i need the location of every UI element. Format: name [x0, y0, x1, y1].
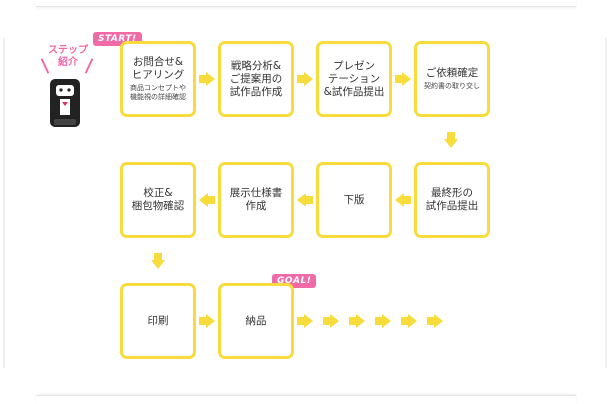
arrow-left-icon [199, 193, 215, 207]
step-title: プレゼン テーション &試作品提出 [323, 59, 385, 98]
step-note: 契約書の取り交し [424, 82, 480, 90]
step-plate: 下版 [316, 162, 392, 238]
step-title: 展示仕様書 作成 [229, 187, 283, 212]
arrow-left-icon [395, 193, 411, 207]
arrow-right-icon [297, 72, 313, 86]
arrow-right-icon [349, 314, 365, 328]
mascot-icon [50, 79, 80, 127]
step-intro-label: ステップ 紹介 [48, 45, 88, 68]
arrow-right-icon [297, 314, 313, 328]
arrow-right-icon [395, 72, 411, 86]
step-final-prototype: 最終形の 試作品提出 [414, 162, 490, 238]
step-title: 最終形の 試作品提出 [425, 187, 479, 212]
step-proof: 校正& 梱包物確認 [120, 162, 196, 238]
arrow-right-icon [323, 314, 339, 328]
step-title: 戦略分析& ご提案用の 試作品作成 [229, 59, 283, 98]
arrow-right-icon [375, 314, 391, 328]
step-spec-sheet: 展示仕様書 作成 [218, 162, 294, 238]
panel-bottom-edge [36, 395, 576, 404]
step-inquiry: お問合せ& ヒアリング 商品コンセプトや 機能視の詳細確認 [120, 41, 196, 117]
step-strategy: 戦略分析& ご提案用の 試作品作成 [218, 41, 294, 117]
step-title: 納品 [245, 314, 267, 327]
step-printing: 印刷 [120, 283, 196, 359]
step-delivery: 納品 [218, 283, 294, 359]
panel-right-edge [605, 38, 607, 368]
arrow-right-icon [401, 314, 417, 328]
step-note: 商品コンセプトや 機能視の詳細確認 [130, 84, 186, 101]
step-title: 下版 [343, 193, 365, 206]
arrow-down-icon [444, 132, 458, 148]
step-title: お問合せ& ヒアリング [131, 56, 185, 81]
panel-left-edge [3, 38, 5, 368]
arrow-right-icon [427, 314, 443, 328]
step-title: 校正& 梱包物確認 [131, 187, 185, 212]
step-order-confirm: ご依頼確定 契約書の取り交し [414, 41, 490, 117]
arrow-right-icon [199, 314, 215, 328]
arrow-down-icon [151, 253, 165, 269]
arrow-left-icon [297, 193, 313, 207]
step-title: 印刷 [147, 314, 169, 327]
arrow-right-icon [199, 72, 215, 86]
panel-top-edge [36, 0, 576, 7]
step-title: ご依頼確定 [425, 67, 479, 79]
step-presentation: プレゼン テーション &試作品提出 [316, 41, 392, 117]
